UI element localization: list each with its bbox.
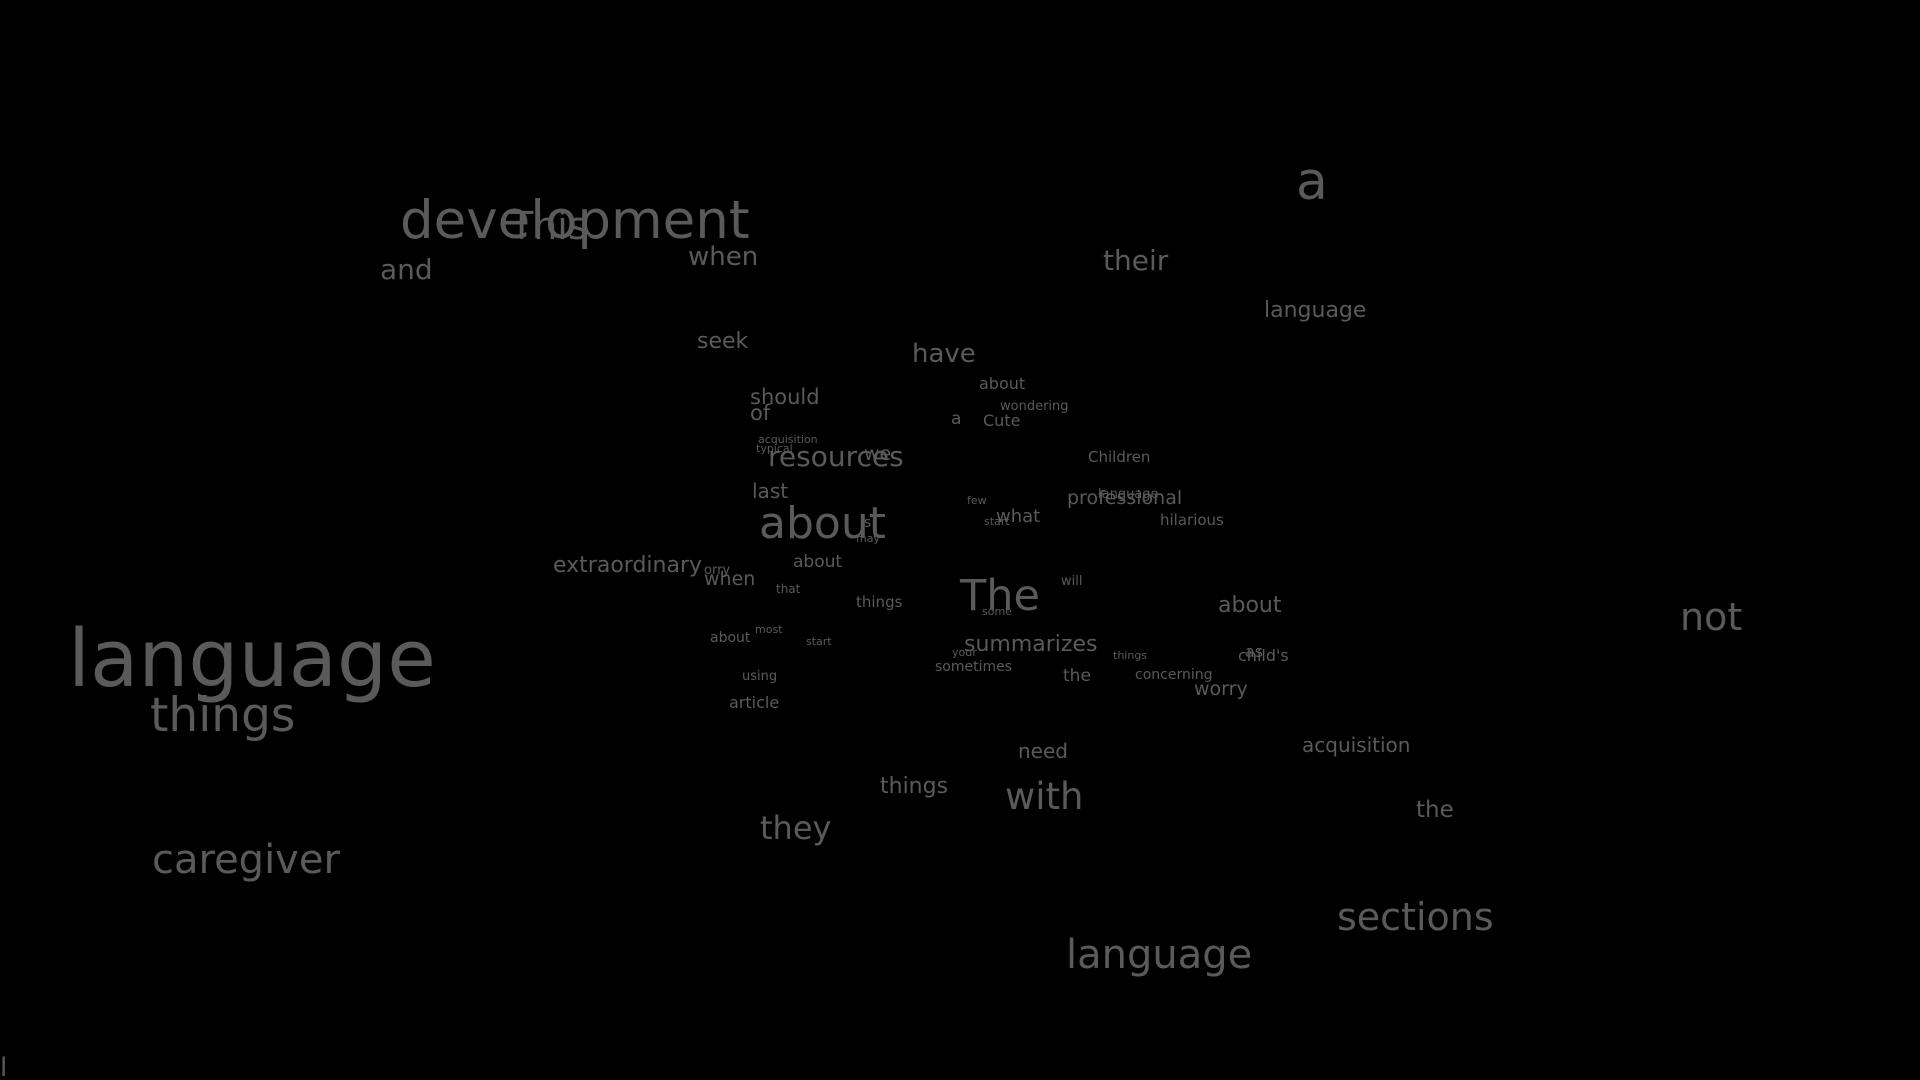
cloud-word: things bbox=[856, 593, 903, 611]
cloud-word: when bbox=[704, 568, 756, 590]
cloud-word: Children bbox=[1088, 448, 1151, 466]
cloud-word: the bbox=[1416, 797, 1454, 823]
cloud-word: they bbox=[760, 809, 832, 847]
cloud-word: about bbox=[759, 498, 886, 549]
cloud-word: last bbox=[752, 479, 789, 503]
cloud-word: extraordinary bbox=[553, 553, 703, 578]
cloud-word: the bbox=[1063, 666, 1091, 686]
cloud-word: need bbox=[1018, 739, 1068, 763]
cloud-word: language bbox=[1264, 298, 1367, 323]
cloud-word: acquisition bbox=[1302, 733, 1411, 757]
cloud-word: orry bbox=[704, 563, 731, 578]
cloud-word: have bbox=[912, 339, 976, 369]
cloud-word: summarizes bbox=[964, 632, 1098, 657]
cloud-word: not bbox=[1680, 595, 1743, 639]
cloud-word: a bbox=[1296, 152, 1328, 212]
cloud-word: child's bbox=[1238, 646, 1289, 665]
cloud-word: your bbox=[952, 646, 977, 659]
cloud-word: is bbox=[860, 515, 872, 531]
cloud-word: should bbox=[750, 385, 820, 409]
cloud-word: about bbox=[979, 374, 1026, 393]
cloud-word: start bbox=[984, 515, 1010, 528]
cloud-word: with bbox=[1005, 775, 1084, 818]
cloud-word: start bbox=[806, 635, 832, 648]
cloud-word: things bbox=[150, 688, 296, 743]
cloud-word: using bbox=[742, 669, 778, 684]
cloud-word: caregiver bbox=[152, 837, 340, 883]
cloud-word: sometimes bbox=[935, 659, 1013, 675]
cloud-word: about bbox=[793, 552, 843, 572]
cloud-word: article bbox=[729, 693, 780, 712]
cloud-word: their bbox=[1103, 244, 1169, 277]
cloud-word: a bbox=[951, 409, 962, 429]
cloud-word: some bbox=[982, 605, 1012, 618]
cloud-word: language bbox=[1066, 932, 1253, 978]
cloud-word: resources bbox=[768, 440, 904, 473]
cloud-word: acquisition bbox=[758, 433, 818, 446]
cloud-word: things bbox=[880, 774, 949, 799]
cloud-word: wondering bbox=[1000, 399, 1069, 414]
cloud-word: worry bbox=[1194, 678, 1248, 700]
cloud-word: l bbox=[0, 1053, 8, 1080]
cloud-word: typical bbox=[756, 442, 793, 455]
cloud-word: development bbox=[400, 190, 750, 251]
cloud-word: when bbox=[688, 242, 759, 272]
cloud-word: that bbox=[776, 582, 801, 596]
cloud-word: things bbox=[1113, 649, 1148, 662]
cloud-word: sections bbox=[1337, 895, 1494, 939]
cloud-word: most bbox=[755, 623, 783, 636]
cloud-word: language bbox=[1098, 487, 1159, 502]
cloud-word: about bbox=[710, 630, 751, 646]
cloud-word: we bbox=[864, 443, 892, 465]
cloud-word: This bbox=[510, 204, 588, 248]
cloud-word: of bbox=[750, 401, 771, 425]
cloud-word: as bbox=[1245, 642, 1264, 661]
cloud-word: Cute bbox=[983, 411, 1021, 430]
cloud-word: and bbox=[380, 253, 433, 286]
cloud-word: few bbox=[967, 494, 987, 507]
cloud-word: may bbox=[856, 532, 880, 545]
cloud-word: concerning bbox=[1135, 667, 1213, 683]
cloud-word: The bbox=[960, 571, 1040, 621]
cloud-word: what bbox=[996, 506, 1041, 527]
cloud-word: language bbox=[68, 613, 436, 705]
cloud-word: seek bbox=[697, 329, 749, 354]
cloud-word: will bbox=[1061, 574, 1083, 589]
cloud-word: professional bbox=[1067, 487, 1183, 509]
cloud-word: hilarious bbox=[1160, 511, 1224, 529]
cloud-word: about bbox=[1218, 593, 1282, 618]
